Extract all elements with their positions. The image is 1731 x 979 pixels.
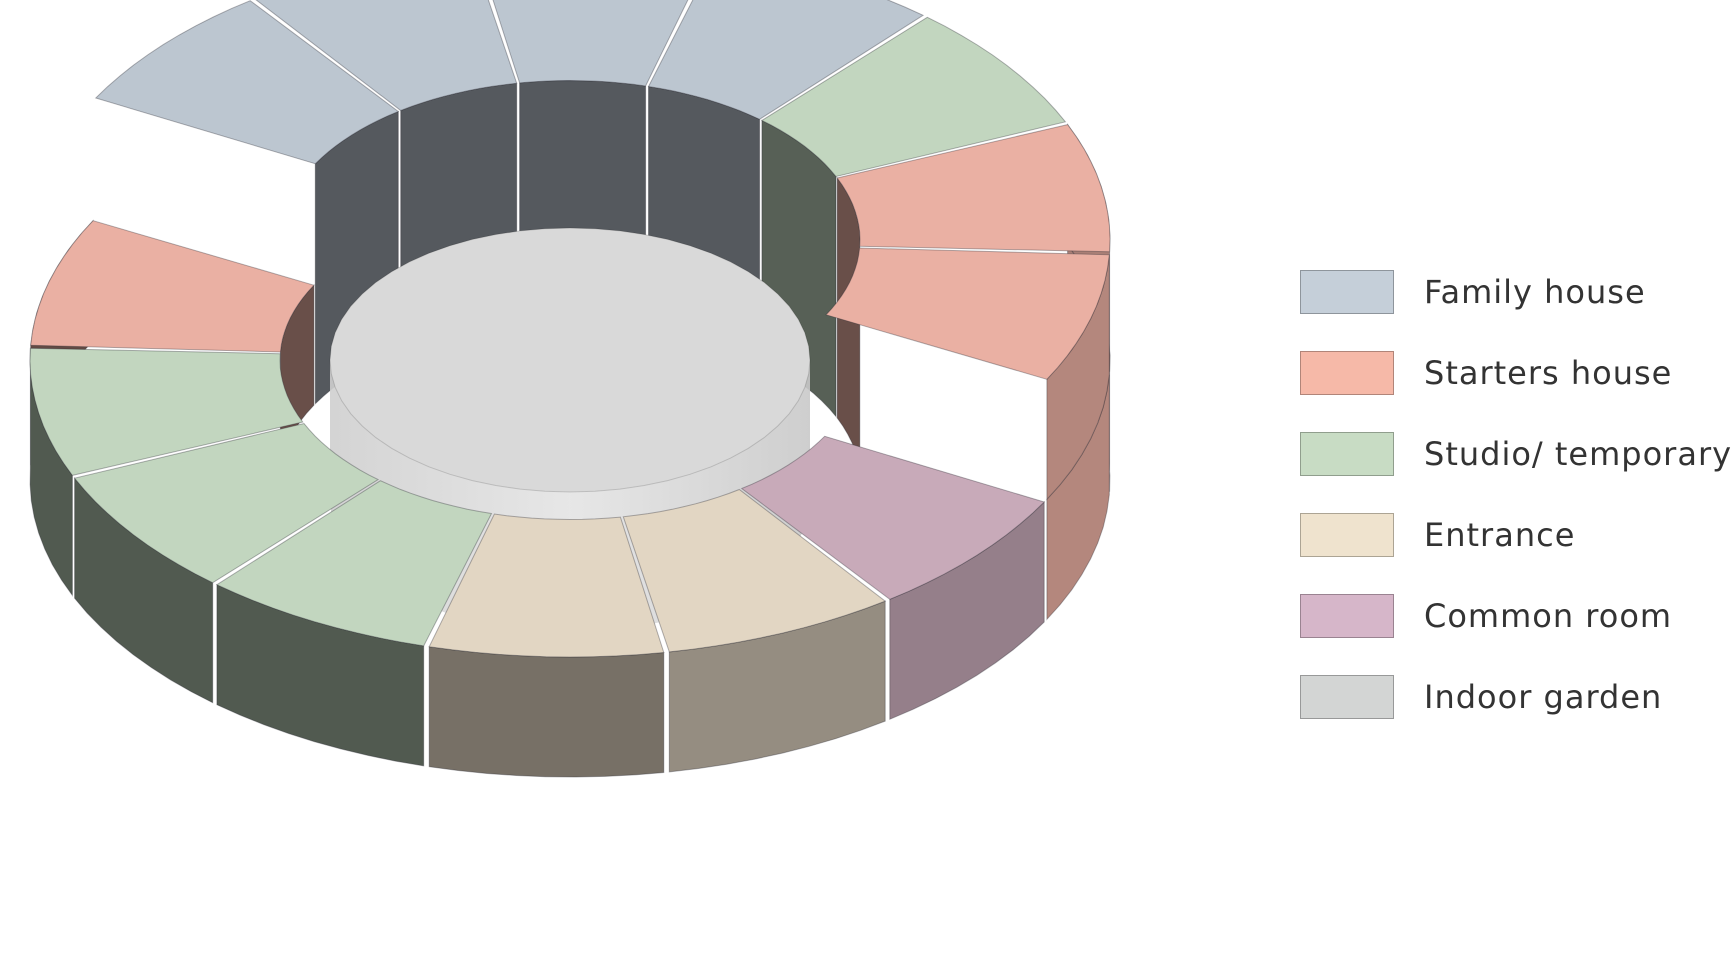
segment-top <box>30 220 315 353</box>
ring-segment <box>215 480 493 767</box>
legend-label: Family house <box>1424 273 1646 311</box>
legend-item-indoor-garden: Indoor garden <box>1300 675 1720 719</box>
segment-outer-wall <box>216 583 425 767</box>
legend-swatch <box>1300 675 1394 719</box>
segment-top <box>94 0 400 165</box>
segment-outer-wall <box>428 646 665 778</box>
ring-segment <box>740 435 1046 721</box>
segment-top <box>836 124 1111 253</box>
legend-swatch <box>1300 432 1394 476</box>
legend-item-starters-house: Starters house <box>1300 351 1720 395</box>
segment-outer-wall <box>29 348 73 597</box>
ring-segment <box>73 422 380 704</box>
segment-top <box>215 480 493 647</box>
ring-segment <box>622 488 887 773</box>
segment-top <box>29 347 304 476</box>
legend-label: Entrance <box>1424 516 1576 554</box>
segment-top <box>255 0 518 112</box>
ring-segment <box>428 513 665 778</box>
segment-top <box>825 247 1110 380</box>
segment-top <box>73 422 380 584</box>
legend-label: Indoor garden <box>1424 678 1663 716</box>
legend-swatch <box>1300 594 1394 638</box>
segment-top <box>492 0 689 87</box>
legend-item-family-house: Family house <box>1300 270 1720 314</box>
segment-top <box>622 488 887 653</box>
garden-top <box>329 227 811 493</box>
segment-outer-wall <box>889 500 1045 721</box>
legend-item-studio-temporary: Studio/ temporary <box>1300 432 1731 476</box>
segment-outer-wall <box>668 600 886 773</box>
segment-top <box>740 435 1046 600</box>
legend-label: Common room <box>1424 597 1673 635</box>
legend-item-common-room: Common room <box>1300 594 1720 638</box>
segment-top <box>647 0 925 120</box>
legend-swatch <box>1300 270 1394 314</box>
segment-outer-wall <box>1046 254 1110 501</box>
ring-front-segments <box>29 247 1110 778</box>
legend-swatch <box>1300 351 1394 395</box>
ring-segment <box>825 247 1110 621</box>
legend: Family house Starters house Studio/ temp… <box>1300 270 1731 756</box>
legend-item-entrance: Entrance <box>1300 513 1720 557</box>
legend-swatch <box>1300 513 1394 557</box>
legend-label: Studio/ temporary <box>1424 435 1731 473</box>
segment-top <box>760 16 1067 178</box>
segment-top <box>428 513 665 658</box>
ring-segment <box>29 347 304 597</box>
legend-label: Starters house <box>1424 354 1673 392</box>
segment-inner-wall <box>836 176 861 487</box>
